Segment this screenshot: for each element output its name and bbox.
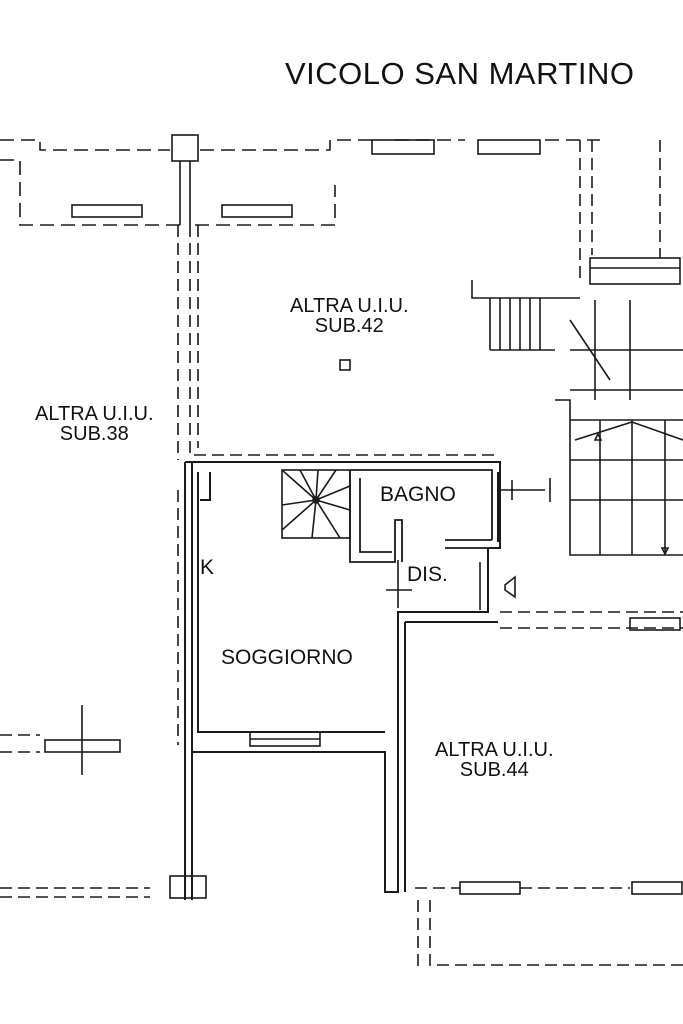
street-name: VICOLO SAN MARTINO (285, 56, 635, 91)
apartment-walls[interactable] (184, 461, 501, 900)
facade-windows (71, 134, 541, 225)
unit-label-sub38: ALTRA U.I.U. SUB.38 (35, 404, 154, 444)
unit-label-line2: SUB.42 (314, 315, 384, 337)
unit-label-sub44: ALTRA U.I.U. SUB.44 (435, 740, 554, 780)
room-label-kitchen: K (200, 556, 215, 579)
street-facade (0, 139, 600, 226)
unit-boundary-sub42 (189, 140, 581, 456)
spiral-staircase (281, 469, 351, 539)
neighbour-boundaries (500, 140, 683, 629)
unit-boundary-sub44 (415, 887, 683, 970)
unit-label-line1: ALTRA U.I.U. (435, 739, 554, 761)
shared-stair (339, 280, 580, 371)
unit-label-line2: SUB.44 (459, 759, 529, 781)
room-label-living: SOGGIORNO (221, 646, 353, 669)
bathroom-walls (349, 469, 493, 563)
room-label-hallway: DIS. (407, 563, 448, 586)
entrance-door (386, 478, 551, 610)
unit-label-line1: ALTRA U.I.U. (35, 403, 154, 425)
unit-label-sub42: ALTRA U.I.U. SUB.42 (290, 296, 409, 336)
neighbour-structure (555, 257, 683, 556)
unit-boundary-sub38 (0, 225, 179, 898)
unit-label-line1: ALTRA U.I.U. (290, 295, 409, 317)
living-room-window (249, 731, 321, 747)
unit-label-line2: SUB.38 (59, 423, 129, 445)
sub44-windows (459, 617, 683, 895)
room-label-bathroom: BAGNO (380, 483, 456, 506)
sub38-windows (44, 705, 207, 899)
